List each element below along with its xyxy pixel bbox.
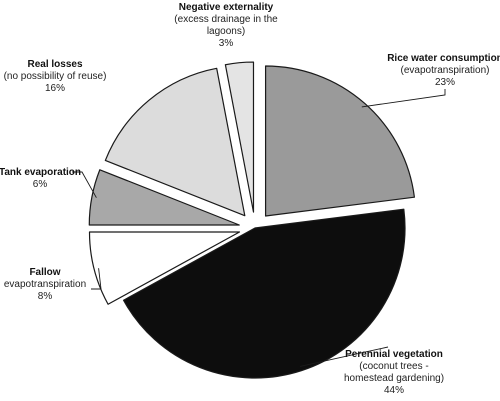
leader-line-fallow <box>91 268 102 290</box>
slice-value-label-fallow: 8% <box>38 291 53 302</box>
slice-label-rice: Rice water consumption(evapotranspiratio… <box>387 53 500 88</box>
slice-value-label-real: 16% <box>45 83 65 94</box>
leader-lines-layer <box>72 89 446 367</box>
slice-value-label-perennial: 44% <box>384 385 404 396</box>
pie-slice-negative <box>224 61 255 213</box>
pie-slice-rice <box>264 65 415 217</box>
leader-line-tank <box>72 171 97 198</box>
slice-value-label-tank: 6% <box>33 179 48 190</box>
pie-slice-fallow <box>88 231 241 305</box>
slice-label-detail-negative-2: lagoons) <box>207 26 245 37</box>
slice-label-title-real: Real losses <box>27 59 82 70</box>
slice-label-perennial: Perennial vegetation(coconut trees -home… <box>344 349 444 396</box>
slice-label-detail-negative-1: (excess drainage in the <box>174 14 278 25</box>
slice-label-title-tank: Tank evaporation <box>0 167 81 178</box>
pie-slice-tank <box>88 169 240 226</box>
slice-label-detail-perennial-1: (coconut trees - <box>359 361 428 372</box>
leader-line-rice <box>361 89 446 108</box>
slice-label-title-negative: Negative externality <box>179 2 274 13</box>
slices-layer <box>88 61 415 379</box>
pie-slice-perennial <box>122 208 406 379</box>
slice-value-label-negative: 3% <box>219 38 234 49</box>
slice-label-detail-fallow-1: evapotranspiration <box>4 279 86 290</box>
slice-label-title-fallow: Fallow <box>29 267 60 278</box>
leader-line-perennial <box>299 346 389 367</box>
slice-label-detail-real-1: (no possibility of reuse) <box>4 71 107 82</box>
pie-slice-real <box>104 67 246 217</box>
slice-label-real: Real losses(no possibility of reuse)16% <box>4 59 107 94</box>
slice-label-detail-rice-1: (evapotranspiration) <box>401 65 490 76</box>
slice-value-label-rice: 23% <box>435 77 455 88</box>
slice-label-negative: Negative externality(excess drainage in … <box>174 2 278 49</box>
slice-label-title-perennial: Perennial vegetation <box>345 349 443 360</box>
slice-label-detail-perennial-2: homestead gardening) <box>344 373 444 384</box>
slice-label-title-rice: Rice water consumption <box>387 53 500 64</box>
